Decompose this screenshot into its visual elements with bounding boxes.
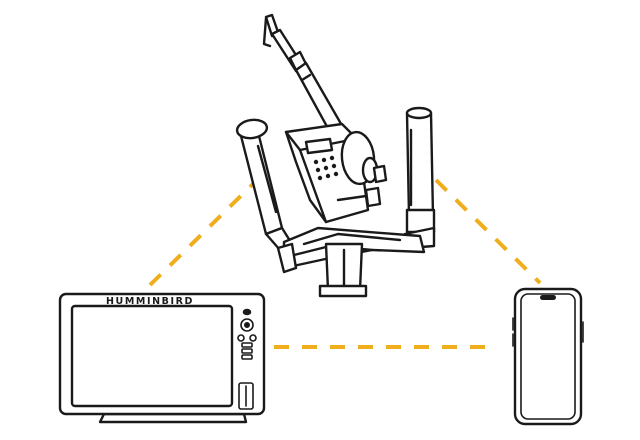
fish-finder-display-icon xyxy=(58,292,266,424)
fish-finder-brand-label: HUMMINBIRD xyxy=(106,296,194,307)
downrigger-icon xyxy=(235,13,436,298)
link-downrigger-to-smartphone xyxy=(434,178,542,285)
link-fish-finder-to-downrigger xyxy=(148,181,256,287)
connection-links xyxy=(148,178,542,349)
smartphone-icon xyxy=(512,287,584,426)
